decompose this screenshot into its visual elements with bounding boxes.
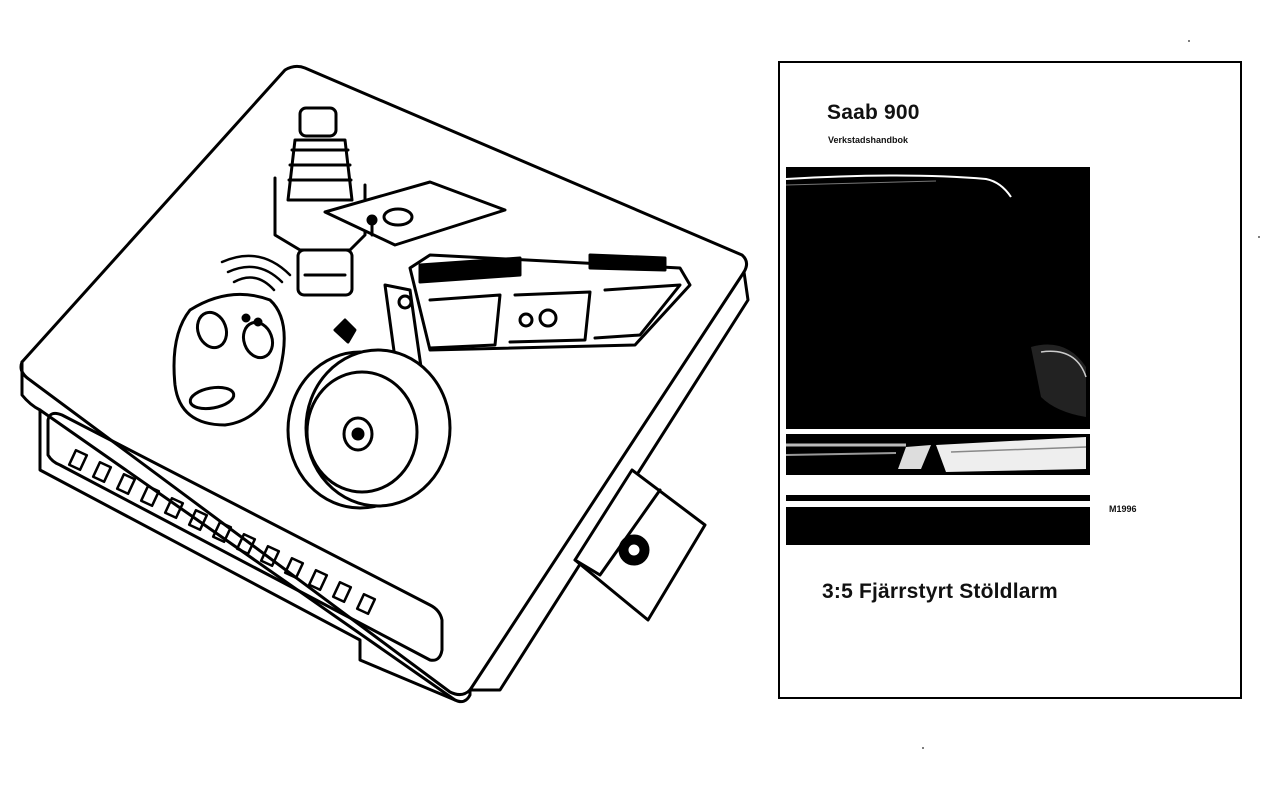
scan-speck: [922, 747, 924, 749]
alarm-horn: [286, 318, 452, 510]
sensor-switch: [273, 106, 367, 297]
mounting-bracket: [323, 180, 507, 247]
alarm-system-illustration: [19, 64, 750, 704]
manual-title: Saab 900: [827, 101, 920, 124]
manual-subtitle: Verkstadshandbok: [828, 135, 909, 145]
manual-cover: Saab 900 Verkstadshandbok M1996 3:5 Fjär…: [778, 61, 1242, 699]
chapter-title: 3:5 Fjärrstyrt Stöldlarm: [822, 580, 1058, 603]
cover-photo-car-front: [786, 167, 1090, 545]
figure-code: M1996: [1109, 504, 1137, 514]
remote-key-fob: [172, 254, 292, 427]
connector-pins: [67, 448, 377, 616]
scan-speck: [1188, 40, 1190, 42]
scan-speck: [1258, 236, 1260, 238]
